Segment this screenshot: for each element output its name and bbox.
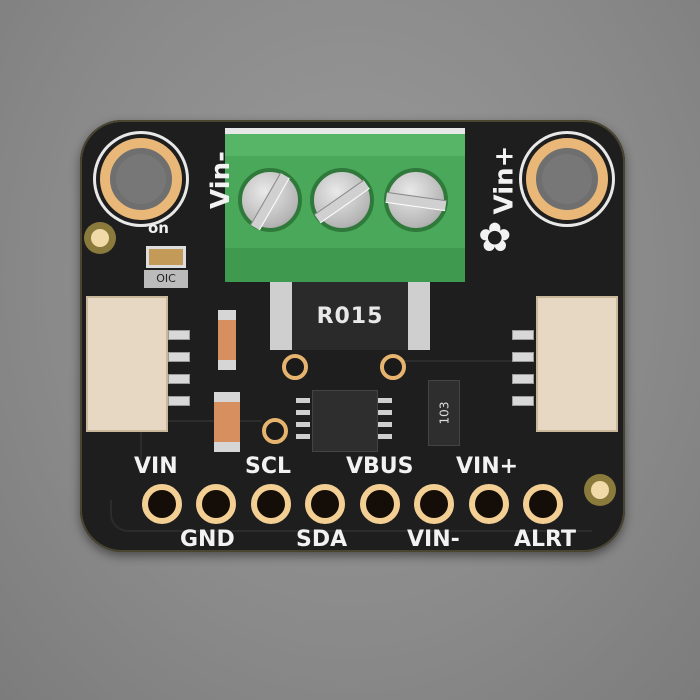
led-label: on — [148, 219, 169, 237]
label-vin-plus-header: VIN+ — [456, 454, 519, 479]
test-pad-left — [91, 229, 109, 247]
connector-pin — [512, 330, 534, 340]
header-pin-sda — [305, 484, 345, 524]
connector-pin — [168, 396, 190, 406]
header-pin-gnd — [196, 484, 236, 524]
connector-pin — [168, 374, 190, 384]
label-vin-minus-header: VIN- — [407, 527, 460, 552]
header-pin-vbus — [360, 484, 400, 524]
connector-pin — [512, 374, 534, 384]
ic-leg — [296, 410, 310, 415]
label-sda: SDA — [296, 527, 348, 552]
label-vin: VIN — [134, 454, 178, 479]
connector-pin — [512, 352, 534, 362]
ic-leg — [296, 434, 310, 439]
resistor-array-marking: 103 — [437, 401, 451, 425]
trace — [110, 500, 592, 532]
header-pin-vin-plus — [469, 484, 509, 524]
header-pin-alrt — [523, 484, 563, 524]
stemma-qt-connector-right — [536, 296, 618, 432]
mounting-hole-top-left — [100, 138, 182, 220]
trace — [380, 360, 520, 392]
label-gnd: GND — [180, 527, 235, 552]
label-scl: SCL — [245, 454, 292, 479]
connector-pin — [512, 396, 534, 406]
label-vin-plus: Vin+ — [489, 145, 520, 215]
adafruit-logo-icon: ✿ — [478, 215, 512, 261]
test-pad-right — [591, 481, 609, 499]
connector-pin — [168, 352, 190, 362]
connector-pin — [168, 330, 190, 340]
mounting-hole-top-right — [526, 138, 608, 220]
sensor-ic — [312, 390, 378, 452]
header-pin-vin — [142, 484, 182, 524]
header-pin-vin-minus — [414, 484, 454, 524]
via — [380, 354, 406, 380]
resistor-array: 103 — [428, 380, 460, 446]
trace — [140, 420, 262, 462]
ic-leg — [296, 422, 310, 427]
stemma-qt-connector-left — [86, 296, 168, 432]
ic-leg — [378, 434, 392, 439]
ic-leg — [296, 398, 310, 403]
terminal-screw-3 — [384, 168, 448, 232]
ic-leg — [378, 422, 392, 427]
ic-leg — [378, 398, 392, 403]
label-alrt: ALRT — [514, 527, 577, 552]
label-vin-minus: Vin- — [205, 151, 236, 209]
via — [262, 418, 288, 444]
terminal-screw-1 — [238, 168, 302, 232]
ic-leg — [378, 410, 392, 415]
capacitor — [218, 310, 236, 370]
capacitor — [214, 392, 240, 452]
terminal-screw-2 — [310, 168, 374, 232]
label-vbus: VBUS — [346, 454, 414, 479]
via — [282, 354, 308, 380]
shunt-resistor: R015 — [270, 282, 430, 350]
header-pin-scl — [251, 484, 291, 524]
power-led — [146, 246, 186, 268]
jumper-pad: OIC — [144, 270, 188, 288]
